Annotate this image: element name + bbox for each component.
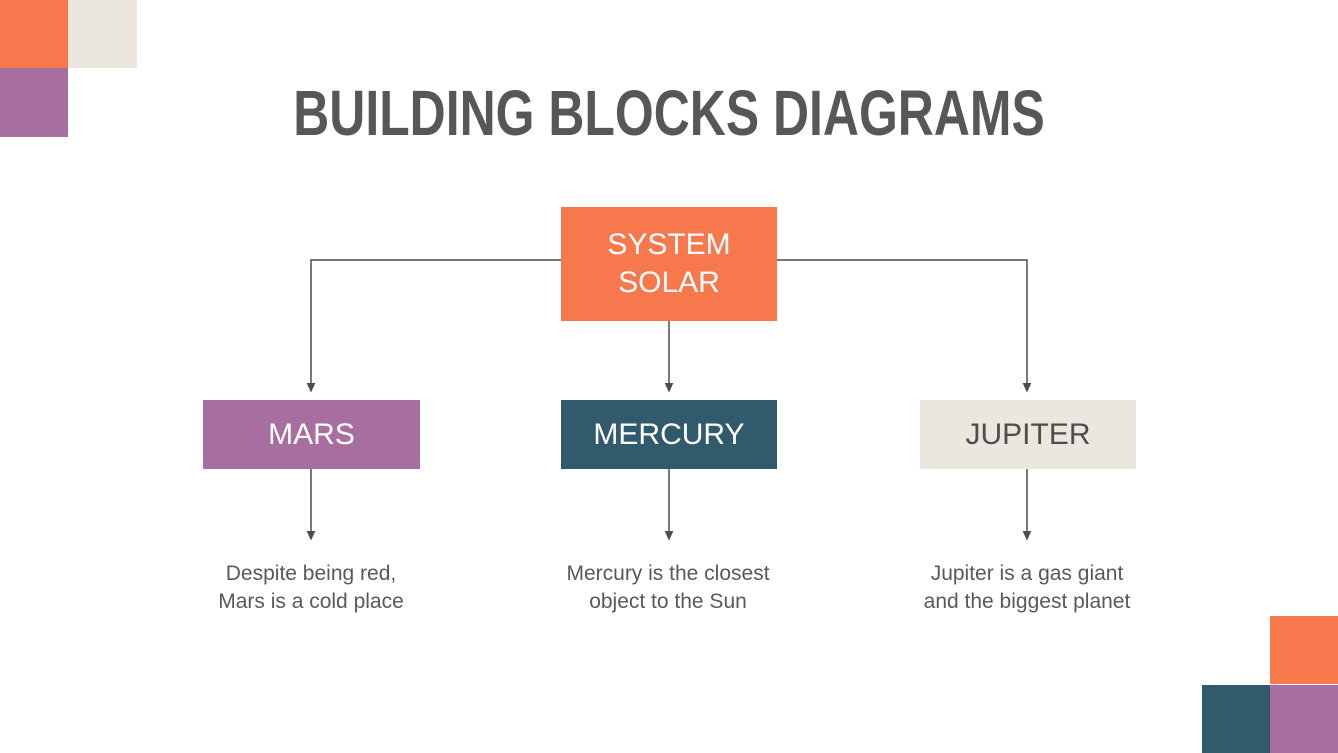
deco-square-top-left-beige bbox=[68, 0, 137, 68]
node-system-solar: SYSTEM SOLAR bbox=[561, 207, 777, 321]
description-mercury: Mercury is the closest object to the Sun bbox=[566, 562, 770, 613]
node-mars: MARS bbox=[203, 400, 420, 469]
description-mars: Despite being red, Mars is a cold place bbox=[218, 562, 404, 613]
page-title: BUILDING BLOCKS DIAGRAMS bbox=[293, 77, 1045, 149]
deco-square-top-left-orange bbox=[0, 0, 68, 68]
node-jupiter: JUPITER bbox=[920, 400, 1136, 469]
node-mercury: MERCURY bbox=[561, 400, 777, 469]
deco-square-bottom-right-orange bbox=[1270, 616, 1338, 684]
connector-root-to-mars bbox=[306, 259, 561, 393]
deco-square-bottom-right-teal bbox=[1202, 685, 1270, 753]
deco-square-top-left-purple bbox=[0, 68, 68, 137]
description-jupiter: Jupiter is a gas giant and the biggest p… bbox=[923, 562, 1131, 613]
deco-square-bottom-right-purple bbox=[1270, 685, 1338, 753]
connector-root-to-jupiter bbox=[777, 259, 1032, 393]
